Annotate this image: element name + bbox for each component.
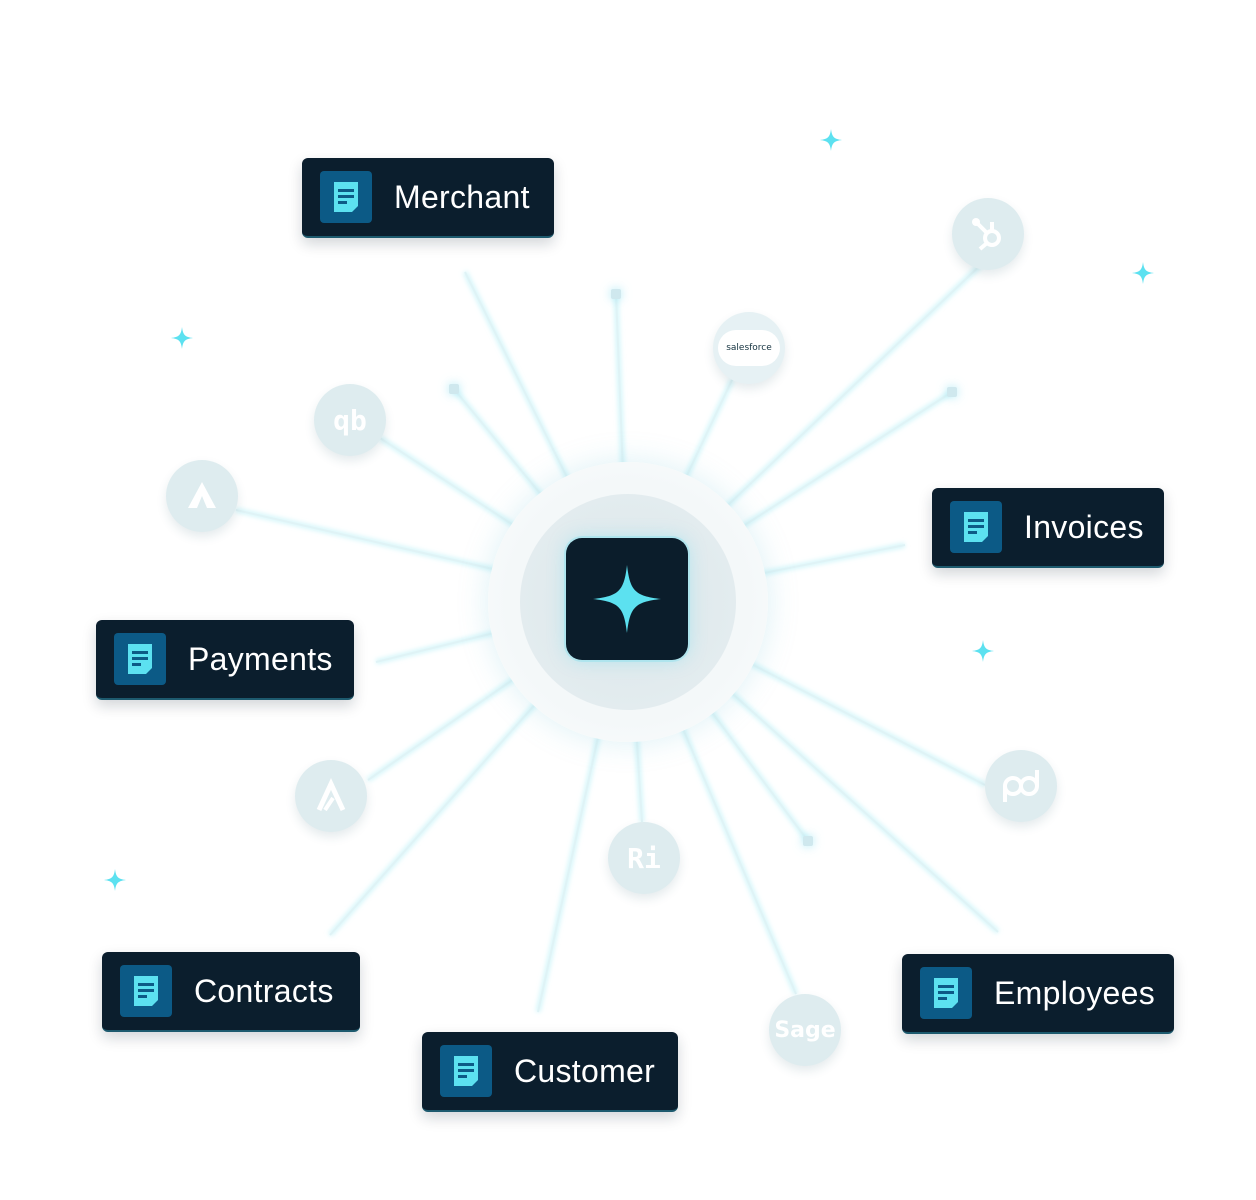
document-icon	[920, 967, 972, 1019]
document-icon	[120, 965, 172, 1017]
connector-node	[947, 387, 957, 397]
hubspot-icon	[952, 198, 1024, 270]
document-icon	[114, 633, 166, 685]
sparkle-icon	[1132, 262, 1154, 284]
rippling-icon: Ri	[608, 822, 680, 894]
salesforce-logo-text: salesforce	[718, 330, 780, 366]
card-label: Employees	[994, 974, 1155, 1011]
card-label: Payments	[188, 640, 333, 677]
hub-core	[566, 538, 688, 660]
card-payments[interactable]: Payments	[96, 620, 354, 700]
card-label: Merchant	[394, 178, 530, 215]
quickbooks-icon: qb	[314, 384, 386, 456]
card-label: Customer	[514, 1052, 656, 1089]
card-invoices[interactable]: Invoices	[932, 488, 1164, 568]
document-icon	[320, 171, 372, 223]
salesforce-icon: salesforce	[713, 312, 785, 384]
document-icon	[950, 501, 1002, 553]
sparkle-icon	[593, 565, 661, 633]
card-merchant[interactable]: Merchant	[302, 158, 554, 238]
card-label: Contracts	[194, 972, 334, 1009]
card-label: Invoices	[1024, 508, 1144, 545]
sparkle-icon	[171, 327, 193, 349]
adobe-icon	[166, 460, 238, 532]
quickbooks-logo-text: qb	[333, 403, 367, 437]
document-icon	[440, 1045, 492, 1097]
card-contracts[interactable]: Contracts	[102, 952, 360, 1032]
sage-logo-text: Sage	[774, 1017, 836, 1043]
sparkle-icon	[972, 640, 994, 662]
pandadoc-icon	[985, 750, 1057, 822]
card-employees[interactable]: Employees	[902, 954, 1174, 1034]
connector-node	[803, 836, 813, 846]
anaplan-icon	[295, 760, 367, 832]
rippling-logo-text: Ri	[627, 841, 661, 875]
connector-node	[611, 289, 621, 299]
connector-node	[449, 384, 459, 394]
sparkle-icon	[820, 129, 842, 151]
sparkle-icon	[104, 869, 126, 891]
card-customer[interactable]: Customer	[422, 1032, 678, 1112]
sage-icon: Sage	[769, 994, 841, 1066]
